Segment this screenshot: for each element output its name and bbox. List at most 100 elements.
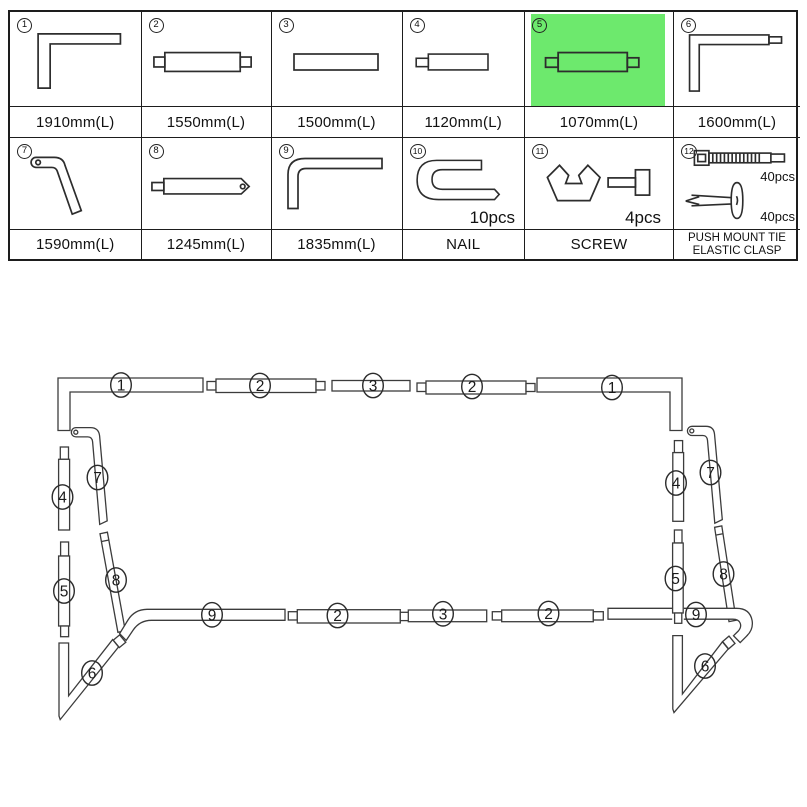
part-number-badge: 5 — [532, 18, 547, 33]
size-text: 1600mm(L) — [697, 113, 777, 131]
diagram-part-labels: 1 2 3 2 1 4 7 5 8 6 9 2 3 2 9 4 7 5 8 6 — [51, 372, 735, 686]
diagram-label: 7 — [699, 459, 722, 486]
diagram-label: 2 — [461, 373, 484, 400]
diagram-label: 5 — [664, 565, 687, 592]
tube-flat-end-icon — [144, 144, 269, 229]
part-cell-10: 10 10pcs — [402, 138, 525, 230]
diagram-label: 4 — [665, 470, 688, 496]
diagram-label: 6 — [694, 653, 717, 679]
svg-text:2: 2 — [468, 379, 477, 396]
size-text: 1245mm(L) — [166, 236, 246, 253]
bottom-rail-tubes — [287, 609, 604, 624]
diagram-label: 2 — [537, 600, 560, 627]
size-text: 1120mm(L) — [424, 113, 502, 131]
part-size-label: 1120mm(L) — [402, 107, 525, 138]
diagram-label: 1 — [109, 372, 132, 398]
straight-tube-icon — [274, 18, 400, 106]
tube-one-connector-icon — [405, 18, 523, 106]
part-number-badge: 12 — [681, 144, 697, 159]
part-name-label: SCREW — [525, 230, 674, 259]
cable-tie-clasp-icon — [676, 144, 798, 229]
parts-table: 1 2 3 4 5 6 1910mm(L) 1550mm(L) — [8, 10, 800, 261]
svg-text:6: 6 — [701, 659, 710, 676]
diagram-label: 8 — [104, 567, 127, 593]
diagram-label: 7 — [86, 464, 109, 491]
part-number-badge: 3 — [278, 18, 294, 33]
quantity-text: 40pcs — [760, 169, 795, 184]
part-cell-2: 2 — [141, 12, 272, 107]
diagram-label: 3 — [432, 600, 455, 627]
part-size-label: 1600mm(L) — [674, 107, 800, 138]
part-number-badge: 11 — [532, 144, 548, 159]
part-number-badge: 1 — [17, 18, 32, 33]
part-size-label: 1550mm(L) — [141, 107, 272, 138]
part-number-badge: 9 — [278, 144, 294, 159]
svg-text:7: 7 — [93, 470, 102, 487]
part-cell-7: 7 — [10, 138, 142, 230]
part-size-label: 1835mm(L) — [272, 230, 403, 259]
part-cell-5-highlighted: 5 — [525, 12, 674, 107]
part-name-label: PUSH MOUNT TIE ELASTIC CLASP — [674, 230, 800, 259]
part-cell-6: 6 — [674, 12, 800, 107]
svg-text:2: 2 — [544, 606, 553, 623]
wingnut-screw-icon — [527, 144, 671, 229]
svg-text:9: 9 — [208, 607, 217, 624]
part-number-badge: 8 — [148, 144, 164, 159]
part-name-label: NAIL — [403, 230, 525, 259]
diagram-label: 2 — [326, 602, 349, 629]
svg-text:3: 3 — [439, 606, 448, 623]
l-tube-icon — [12, 18, 139, 106]
part-number-badge: 10 — [409, 144, 426, 159]
diagram-label: 1 — [601, 374, 624, 401]
part-cell-4: 4 — [402, 12, 525, 107]
svg-text:2: 2 — [333, 608, 342, 625]
part-cell-11: 11 4pcs — [525, 138, 674, 230]
part-cell-9: 9 — [271, 138, 403, 230]
l-tube-connector-icon — [676, 18, 798, 106]
svg-text:9: 9 — [692, 607, 701, 624]
svg-text:4: 4 — [672, 476, 681, 493]
part-number-badge: 4 — [409, 18, 425, 33]
tube-two-connectors-icon — [527, 18, 671, 106]
diagram-label: 3 — [362, 372, 385, 399]
part-size-label: 1910mm(L) — [10, 107, 142, 138]
part-cell-1: 1 — [10, 12, 142, 107]
right-side-tubes — [607, 425, 753, 714]
part-size-label: 1245mm(L) — [142, 230, 272, 259]
svg-text:7: 7 — [706, 465, 715, 482]
part-size-label: 1070mm(L) — [525, 107, 674, 138]
svg-text:1: 1 — [117, 378, 126, 395]
quantity-text: 4pcs — [625, 208, 661, 227]
diagram-label: 2 — [248, 372, 271, 399]
diagram-label: 8 — [712, 561, 735, 587]
name-text: SCREW — [570, 236, 628, 253]
diagram-label: 5 — [53, 578, 76, 604]
part-number-badge: 2 — [148, 18, 164, 33]
name-text-line2: ELASTIC CLASP — [692, 244, 782, 257]
tube-two-connectors-icon — [144, 18, 269, 106]
name-text: NAIL — [446, 236, 481, 253]
size-text: 1500mm(L) — [297, 113, 376, 131]
bent-tube-icon — [12, 144, 139, 229]
size-text: 1590mm(L) — [36, 236, 115, 253]
rounded-l-tube-icon — [274, 144, 400, 229]
svg-text:1: 1 — [608, 380, 617, 397]
svg-text:5: 5 — [60, 584, 69, 601]
part-size-label: 1590mm(L) — [10, 230, 142, 259]
svg-text:4: 4 — [58, 490, 67, 507]
part-size-label: 1500mm(L) — [271, 107, 403, 138]
top-rail-tubes — [57, 377, 683, 432]
diagram-label: 9 — [685, 601, 708, 628]
left-side-tubes — [57, 426, 286, 721]
svg-text:8: 8 — [719, 567, 728, 584]
part-number-badge: 6 — [681, 18, 696, 33]
name-text-line1: PUSH MOUNT TIE — [688, 231, 786, 244]
svg-text:6: 6 — [88, 666, 97, 683]
svg-text:8: 8 — [112, 573, 121, 590]
quantity-text: 10pcs — [469, 208, 515, 227]
svg-text:3: 3 — [369, 378, 378, 395]
part-cell-3: 3 — [271, 12, 403, 107]
size-text: 1910mm(L) — [36, 113, 115, 131]
size-text: 1070mm(L) — [559, 113, 639, 131]
